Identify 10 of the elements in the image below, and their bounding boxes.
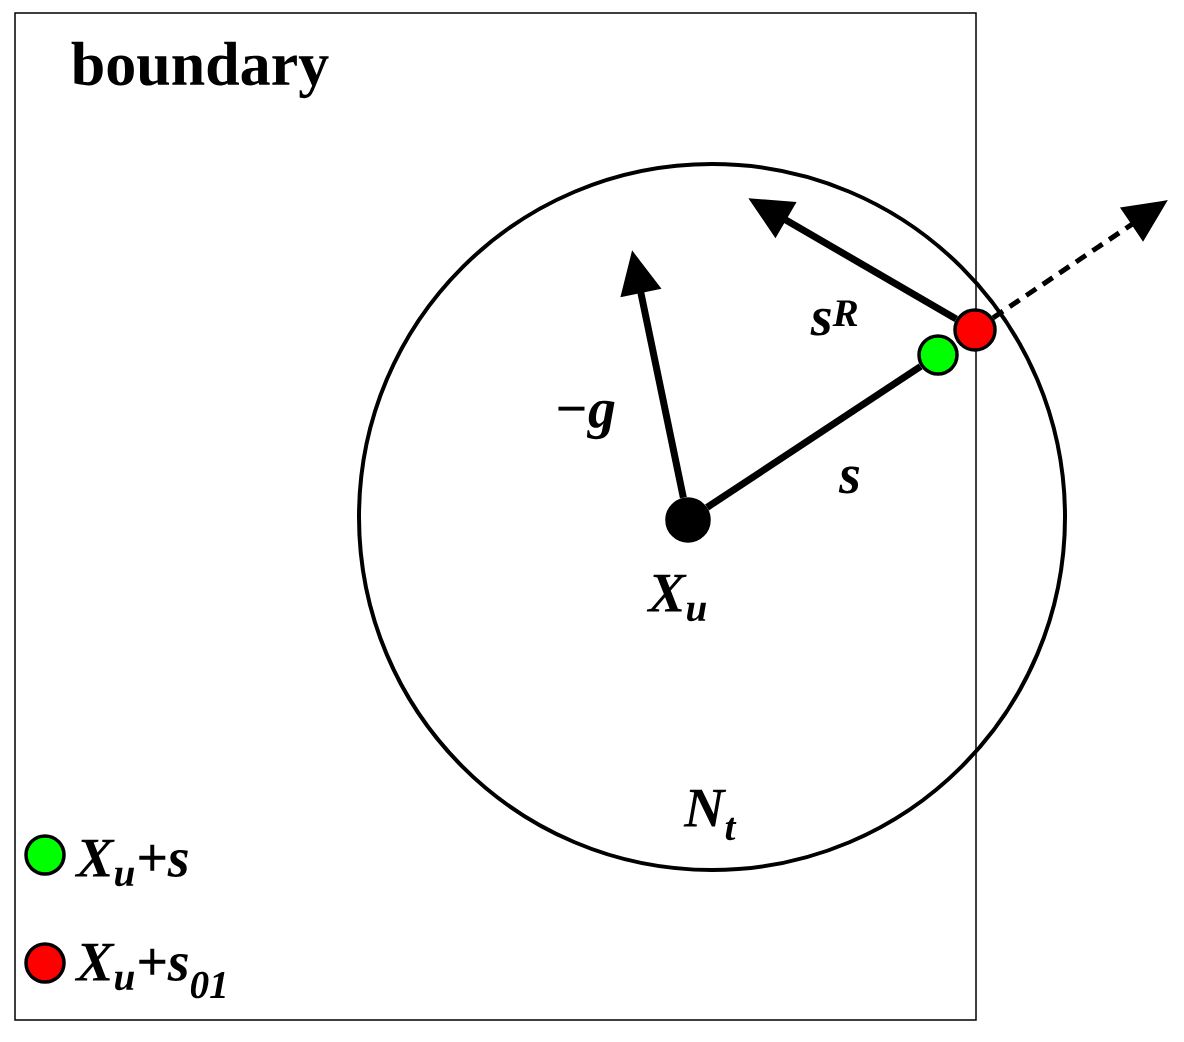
point-dot — [953, 308, 997, 352]
legend-label: X$_{u}$+s — [74, 839, 188, 887]
edge-label: s$^{R}$ — [809, 299, 861, 337]
point-label: X$_{u}$ — [646, 574, 707, 622]
edge-label: s — [838, 465, 862, 495]
point-dot — [665, 497, 711, 543]
boundary-label: boundary — [71, 41, 329, 99]
edge-label: −g — [553, 399, 617, 441]
point-dot — [917, 334, 959, 376]
legend-label: X$_{u}$+s$_{01}$ — [74, 943, 225, 999]
